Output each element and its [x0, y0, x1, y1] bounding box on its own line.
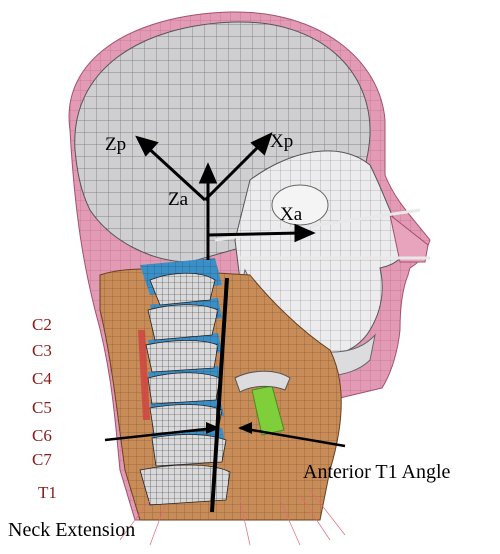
axis-label-za: Za: [168, 190, 188, 209]
axis-label-zp: Zp: [105, 135, 126, 154]
axis-label-xp: Xp: [270, 132, 293, 151]
vertebra-label-c7: C7: [32, 451, 52, 468]
neck-extension-caption: Neck Extension: [8, 520, 135, 540]
axis-label-xa: Xa: [280, 205, 302, 224]
vertebra-label-c5: C5: [32, 399, 52, 416]
vertebra-label-t1: T1: [38, 484, 57, 501]
vertebra-label-c4: C4: [32, 370, 52, 387]
vertebra-label-c2: C2: [32, 316, 52, 333]
anterior-t1-angle-caption: Anterior T1 Angle: [303, 462, 450, 482]
vertebra-label-c6: C6: [32, 427, 52, 444]
vertebra-label-c3: C3: [32, 342, 52, 359]
